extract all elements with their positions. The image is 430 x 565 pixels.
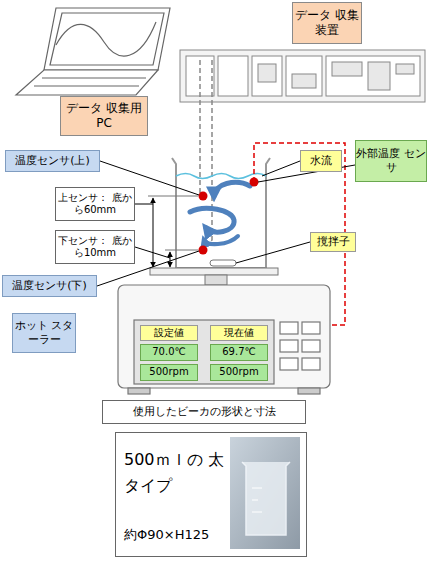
pc-label: データ 収集用PC (60, 96, 148, 136)
device-label: ホット スターラー (12, 313, 76, 353)
leader-line (97, 161, 355, 286)
data-logger (180, 50, 425, 102)
node-text: データ 収集装置 (293, 8, 361, 38)
node-text: 500ｍｌの 太タイプ (124, 447, 234, 498)
flow-label: 水流 (300, 150, 342, 172)
display-value: 500rpm (210, 364, 268, 381)
node-text: ホット スターラー (13, 319, 75, 347)
hot-plate (150, 268, 278, 275)
node-text: 水流 (310, 154, 332, 168)
sensor-label: 温度センサ(下) (2, 275, 97, 297)
caption-box: 使用したビーカの形状と寸法 (102, 400, 306, 424)
node-text: 上センサ： 底から60mm (56, 192, 134, 217)
node-text: 500rpm (149, 366, 188, 379)
stir-bar (210, 260, 236, 266)
laptop (16, 8, 170, 95)
beaker-photo (230, 437, 300, 549)
node-text: 温度センサ(下) (12, 279, 87, 293)
dimension-line (135, 196, 198, 267)
sensor-cable (200, 60, 212, 247)
node-text: 設定値 (154, 327, 184, 340)
sensor-dot (199, 192, 208, 201)
hot-stirrer (118, 285, 330, 394)
water-flow (190, 182, 250, 244)
node-text: 使用したビーカの形状と寸法 (133, 405, 276, 419)
sensor-label: 外部温度 センサ (355, 140, 427, 182)
plate-stem (205, 275, 227, 285)
sensor-label: 温度センサ(上) (5, 150, 100, 172)
node-text: 外部温度 センサ (356, 147, 426, 175)
spec-panel: 500ｍｌの 太タイプ約Φ90×H125 (115, 432, 307, 557)
sensor-dot (199, 246, 208, 255)
node-text: 温度センサ(上) (15, 154, 90, 168)
node-text: 下センサ： 底から10mm (56, 235, 134, 260)
node-text: データ 収集用PC (61, 101, 147, 131)
display-value: 70.0℃ (140, 344, 198, 361)
node-text: 500rpm (219, 366, 258, 379)
node-text: 撹拌子 (317, 235, 350, 249)
node-text: 現在値 (224, 327, 254, 340)
display-header: 設定値 (140, 325, 198, 341)
dimension-note: 上センサ： 底から60mm (55, 187, 135, 221)
display-header: 現在値 (210, 325, 268, 341)
device-label: データ 収集装置 (292, 2, 362, 44)
display-value: 500rpm (140, 364, 198, 381)
node-text: 69.7℃ (222, 346, 256, 359)
node-text: 70.0℃ (152, 346, 186, 359)
dimension-note: 下センサ： 底から10mm (55, 230, 135, 264)
beaker (172, 158, 270, 268)
node-text: 約Φ90×H125 (124, 525, 234, 546)
display-value: 69.7℃ (210, 344, 268, 361)
part-label: 撹拌子 (310, 232, 356, 252)
